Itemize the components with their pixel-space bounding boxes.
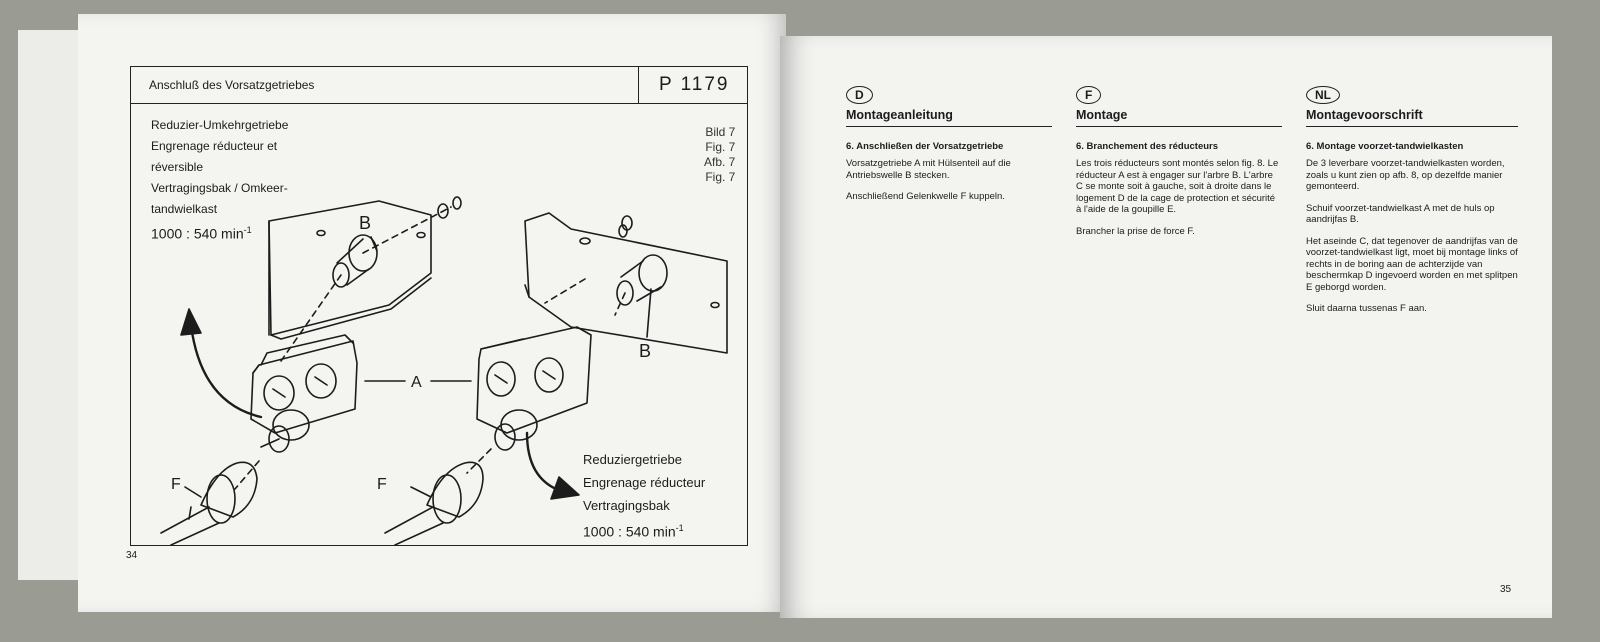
callout-b-right: B [639,341,651,361]
figure-label: Afb. 7 [704,155,736,169]
language-badge-f: F [1076,86,1102,104]
callout-b-left: B [359,213,371,233]
paragraph: Schuif voorzet-tandwielkast A met de hul… [1306,202,1495,226]
column-subheading: 6. Montage voorzet-tandwielkasten [1306,140,1464,152]
figure-header: Anschluß des Vorsatzgetriebes P 1179 [131,67,747,104]
label-line: Vertragingsbak [583,498,670,513]
paragraph: Brancher la prise de force F. [1076,225,1195,237]
language-badge-d: D [846,86,873,104]
right-gearbox [476,326,592,434]
right-page: D Montageanleitung 6. Anschließen der Vo… [780,36,1552,618]
column-dutch: NL Montagevoorschrift 6. Montage voorzet… [1306,86,1518,325]
page-number-right: 35 [1500,584,1512,595]
column-heading: Montagevoorschrift [1306,109,1518,127]
label-line: Engrenage réducteur [583,475,706,490]
paragraph: Les trois réducteurs sont montés selon f… [1076,158,1279,215]
label-line: Reduzier-Umkehrgetriebe [151,118,289,132]
right-pto-shaft [426,461,484,518]
underlying-pages [18,30,88,580]
paragraph: Anschließend Gelenkwelle F kuppeln. [846,191,1005,202]
column-heading: Montageanleitung [846,109,1052,127]
reversible-gearbox-label: Reduzier-Umkehrgetriebe Engrenage réduct… [151,115,288,245]
callout-f-left: F [171,476,181,493]
figure-labels: Bild 7 Fig. 7 Afb. 7 Fig. 7 [704,125,735,185]
figure-label: Fig. 7 [705,170,736,184]
label-line: Engrenage réducteur et [151,139,278,153]
left-pto-shaft [200,461,258,518]
callout-a: A [411,374,422,391]
speed-ratio-bottom: 1000 : 540 min-1 [583,523,684,540]
figure-code: P 1179 [659,74,730,95]
speed-ratio-left: 1000 : 540 min-1 [151,225,252,242]
page-number-left: 34 [126,550,138,561]
label-line: tandwielkast [151,202,218,216]
callout-f-right: F [377,476,387,493]
paragraph: De 3 leverbare voorzet-tandwielkasten wo… [1306,158,1505,192]
figure-title: Anschluß des Vorsatzgetriebes [149,78,315,92]
figure-label: Bild 7 [705,125,736,139]
reduction-gearbox-label: Reduziergetriebe Engrenage réducteur Ver… [583,448,705,544]
label-line: réversible [151,160,204,174]
label-line: Reduziergetriebe [583,452,683,467]
figure-label: Fig. 7 [705,140,736,154]
column-heading: Montage [1076,109,1282,127]
right-guard-plate [524,212,728,354]
gearbox-diagram: B A B F F [160,196,728,545]
left-guard-plate [268,200,432,336]
paragraph: Sluit daarna tussenas F aan. [1306,303,1427,314]
left-page: Anschluß des Vorsatzgetriebes P 1179 [78,14,786,612]
column-subheading: 6. Anschließen der Vorsatzgetriebe [846,140,1004,152]
language-badge-nl: NL [1306,86,1340,104]
paragraph: Het aseinde C, dat tegenover de aandrijf… [1306,235,1518,293]
column-french: F Montage 6. Branchement des réducteurs … [1076,86,1282,247]
column-german: D Montageanleitung 6. Anschließen der Vo… [846,86,1052,213]
paragraph: Vorsatzgetriebe A mit Hülsenteil auf die… [846,158,1011,181]
column-subheading: 6. Branchement des réducteurs [1076,140,1219,152]
label-line: Vertragingsbak / Omkeer- [151,181,288,195]
figure-code-box: P 1179 [638,67,747,103]
figure-frame: Anschluß des Vorsatzgetriebes P 1179 [130,66,748,546]
left-gearbox [250,340,358,434]
